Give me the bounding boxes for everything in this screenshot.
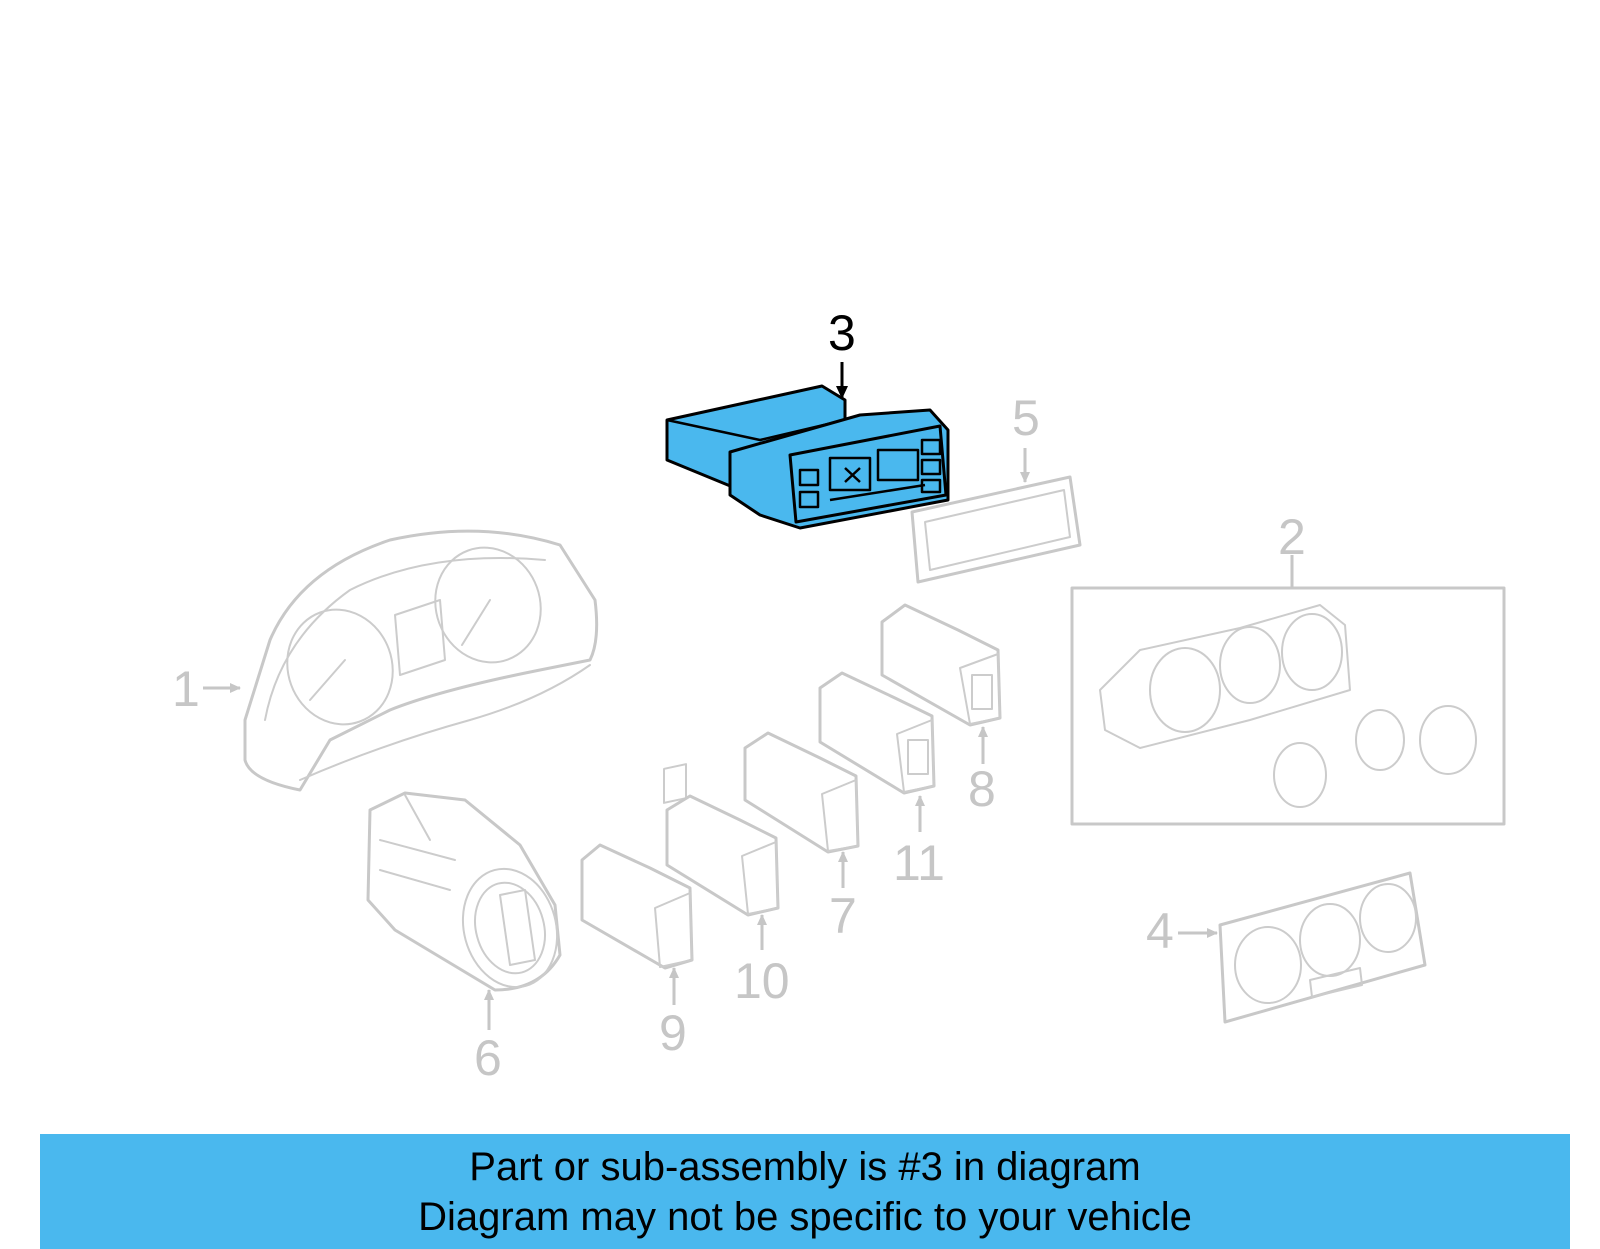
callout-labels: 1 2 3 4 5 6 7 8 9 10 11 [172, 305, 1306, 1086]
callout-9: 9 [659, 1005, 687, 1061]
banner-line-2: Diagram may not be specific to your vehi… [418, 1195, 1192, 1239]
part-8-switch[interactable] [880, 603, 1002, 727]
callout-11: 11 [893, 835, 945, 891]
callout-1: 1 [172, 661, 200, 717]
callout-7: 7 [829, 888, 857, 944]
callout-8: 8 [968, 761, 996, 817]
part-3-climate-control-unit[interactable] [665, 384, 950, 530]
part-11-switch[interactable] [818, 671, 936, 795]
part-2-climate-control-assembly[interactable] [1070, 555, 1506, 826]
callout-10: 10 [734, 953, 790, 1009]
callout-4: 4 [1146, 903, 1174, 959]
callout-arrows [203, 362, 1218, 1030]
banner-line-1: Part or sub-assembly is #3 in diagram [469, 1145, 1141, 1189]
part-4-trim-panel[interactable] [1218, 871, 1427, 1024]
info-banner: Part or sub-assembly is #3 in diagram Di… [40, 1134, 1570, 1249]
part-1-instrument-cluster[interactable] [243, 529, 599, 792]
callout-3: 3 [828, 305, 856, 361]
part-7-switch[interactable] [743, 731, 860, 854]
part-9-switch[interactable] [580, 763, 694, 970]
part-5-bezel[interactable] [910, 475, 1082, 584]
callout-2: 2 [1278, 509, 1306, 565]
callout-5: 5 [1012, 390, 1040, 446]
part-10-switch[interactable] [665, 794, 780, 917]
callout-6: 6 [474, 1030, 502, 1086]
part-6-headlight-switch[interactable] [366, 791, 570, 998]
